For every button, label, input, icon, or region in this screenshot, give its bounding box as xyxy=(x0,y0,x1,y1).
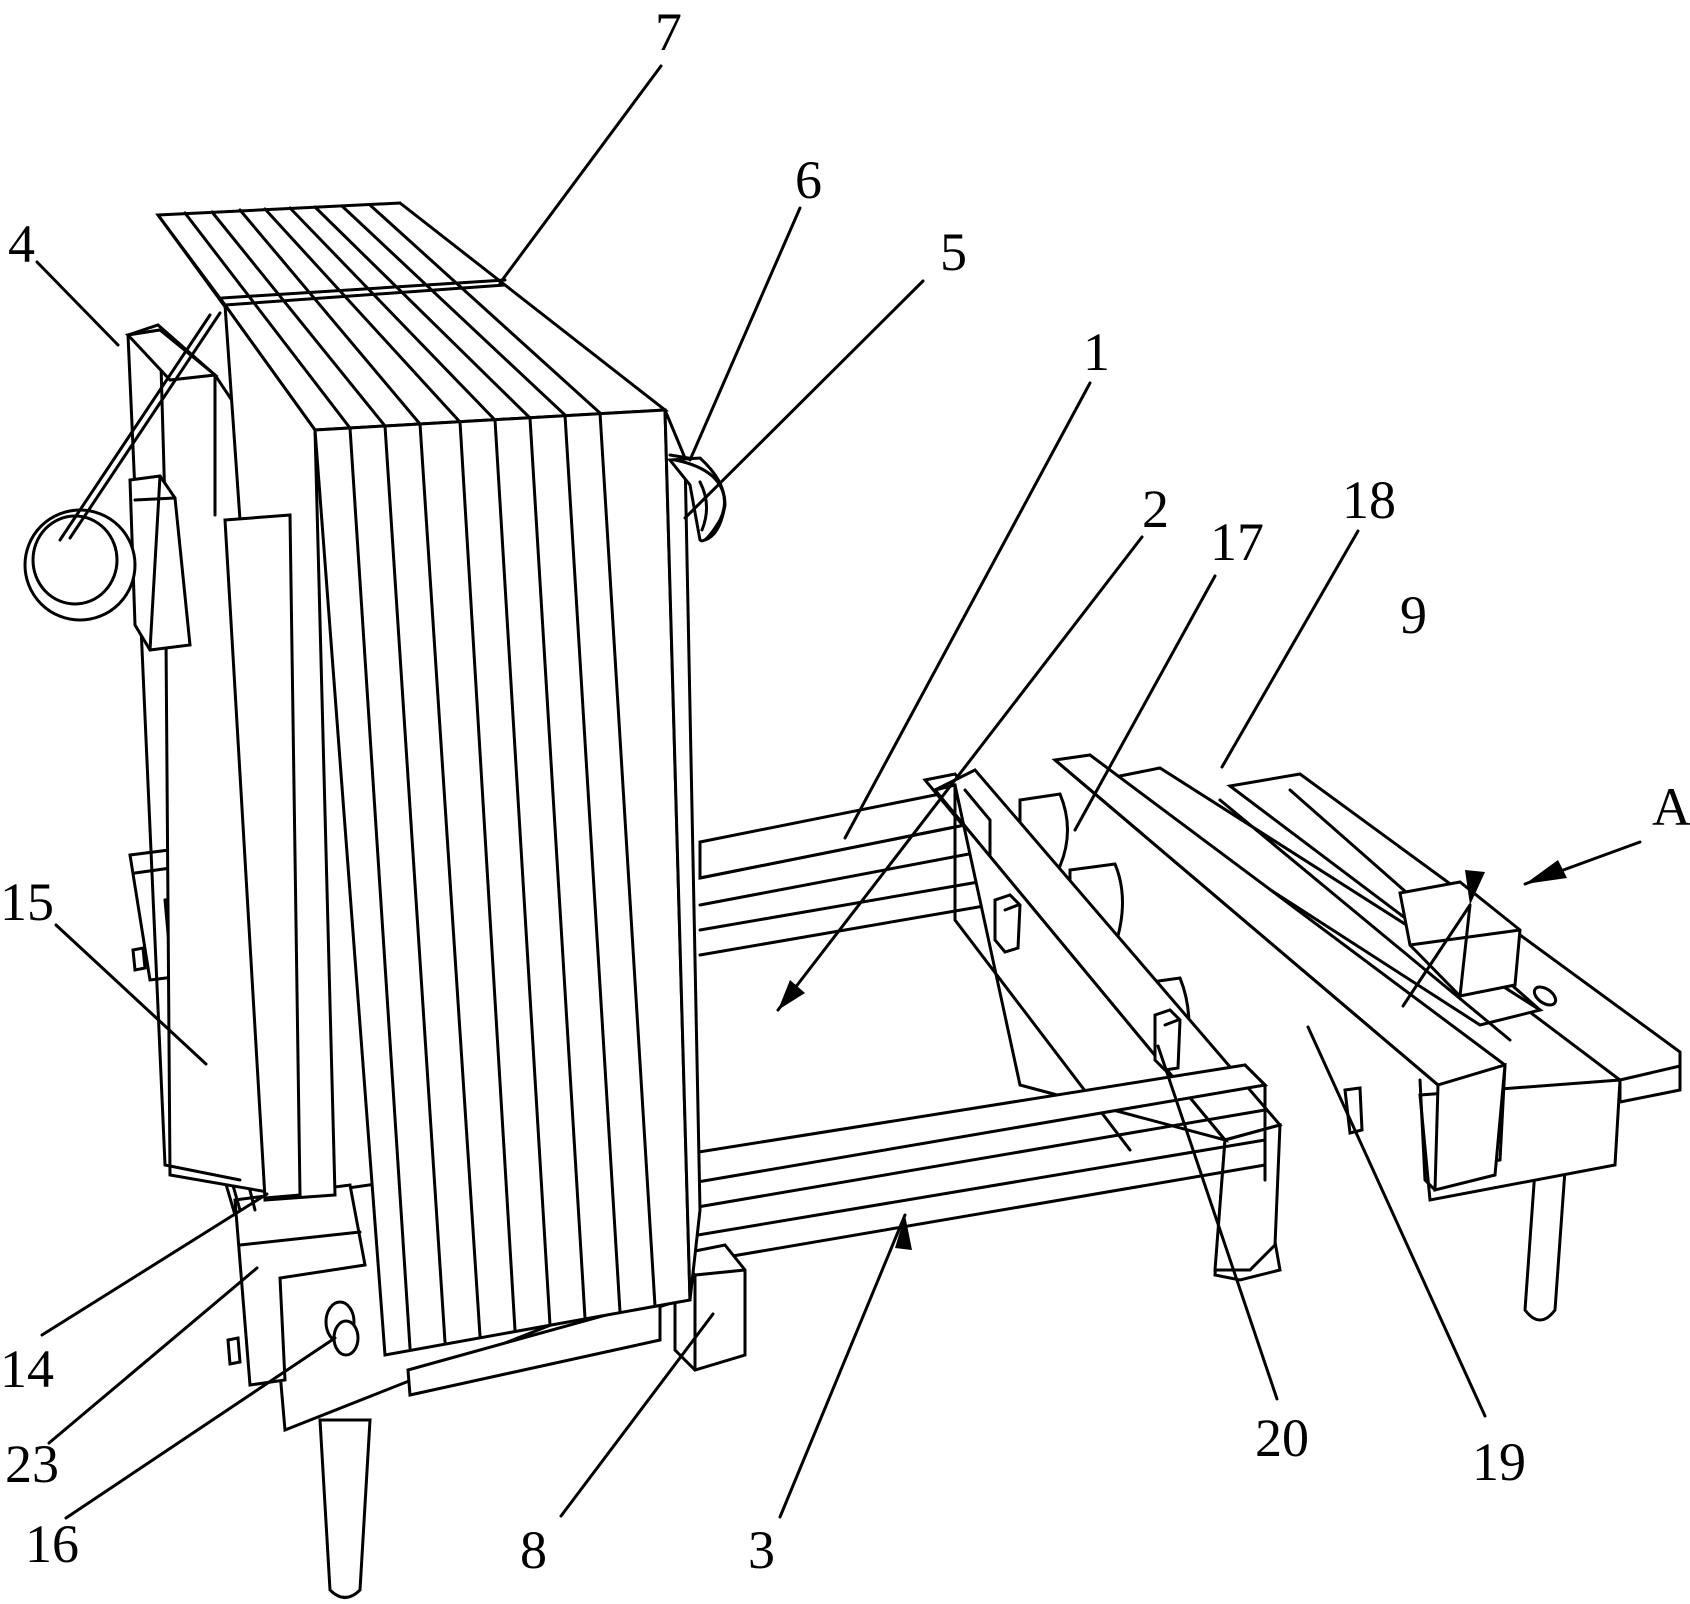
callout-19: 19 xyxy=(1472,1432,1526,1492)
beam-17 xyxy=(1051,753,1507,1192)
leader-15 xyxy=(54,923,208,1066)
callout-1: 1 xyxy=(1083,322,1110,382)
rear-rail xyxy=(698,788,994,957)
leader-18 xyxy=(1220,529,1360,769)
callout-16: 16 xyxy=(25,1514,79,1574)
arrow-2-icon xyxy=(778,980,805,1010)
leader-3 xyxy=(778,1213,907,1519)
left-front-leg xyxy=(318,1418,372,1599)
leader-9 xyxy=(1401,903,1472,1008)
arrow-3-icon xyxy=(895,1215,912,1250)
callout-14: 14 xyxy=(0,1339,54,1399)
frame-connectors xyxy=(963,788,1267,1182)
leader-4 xyxy=(35,260,120,347)
left-block-23 xyxy=(226,1183,367,1387)
filter-body xyxy=(23,201,727,1357)
bolt-16 xyxy=(324,1300,360,1357)
callout-7: 7 xyxy=(655,2,682,62)
leader-2 xyxy=(776,535,1144,1012)
callout-23: 23 xyxy=(5,1434,59,1494)
arrowheads xyxy=(778,860,1567,1250)
leader-lines xyxy=(35,64,1642,1520)
leader-1 xyxy=(843,381,1092,840)
callout-18: 18 xyxy=(1342,470,1396,530)
callout-A: A xyxy=(1652,777,1690,837)
arrow-9-icon xyxy=(1465,870,1485,905)
leader-8 xyxy=(559,1312,715,1518)
leader-14 xyxy=(40,1192,269,1337)
arrow-A-icon xyxy=(1525,860,1567,884)
front-rail xyxy=(678,1063,1269,1267)
callout-2: 2 xyxy=(1142,479,1169,539)
callout-3: 3 xyxy=(748,1520,775,1580)
leader-7 xyxy=(498,64,663,285)
callout-20: 20 xyxy=(1255,1408,1309,1468)
leader-16 xyxy=(64,1336,337,1520)
leader-5 xyxy=(683,279,925,520)
leader-20 xyxy=(1156,1044,1279,1401)
leader-23 xyxy=(47,1266,259,1445)
callout-4: 4 xyxy=(8,214,35,274)
leader-17 xyxy=(1073,574,1217,832)
callout-6: 6 xyxy=(795,150,822,210)
leader-6 xyxy=(688,206,802,462)
callout-15: 15 xyxy=(0,872,54,932)
callout-8: 8 xyxy=(520,1520,547,1580)
leader-19 xyxy=(1306,1025,1487,1418)
callout-9: 9 xyxy=(1400,585,1427,645)
callout-5: 5 xyxy=(940,222,967,282)
callout-17: 17 xyxy=(1210,512,1264,572)
right-table-frame xyxy=(1096,766,1682,1202)
